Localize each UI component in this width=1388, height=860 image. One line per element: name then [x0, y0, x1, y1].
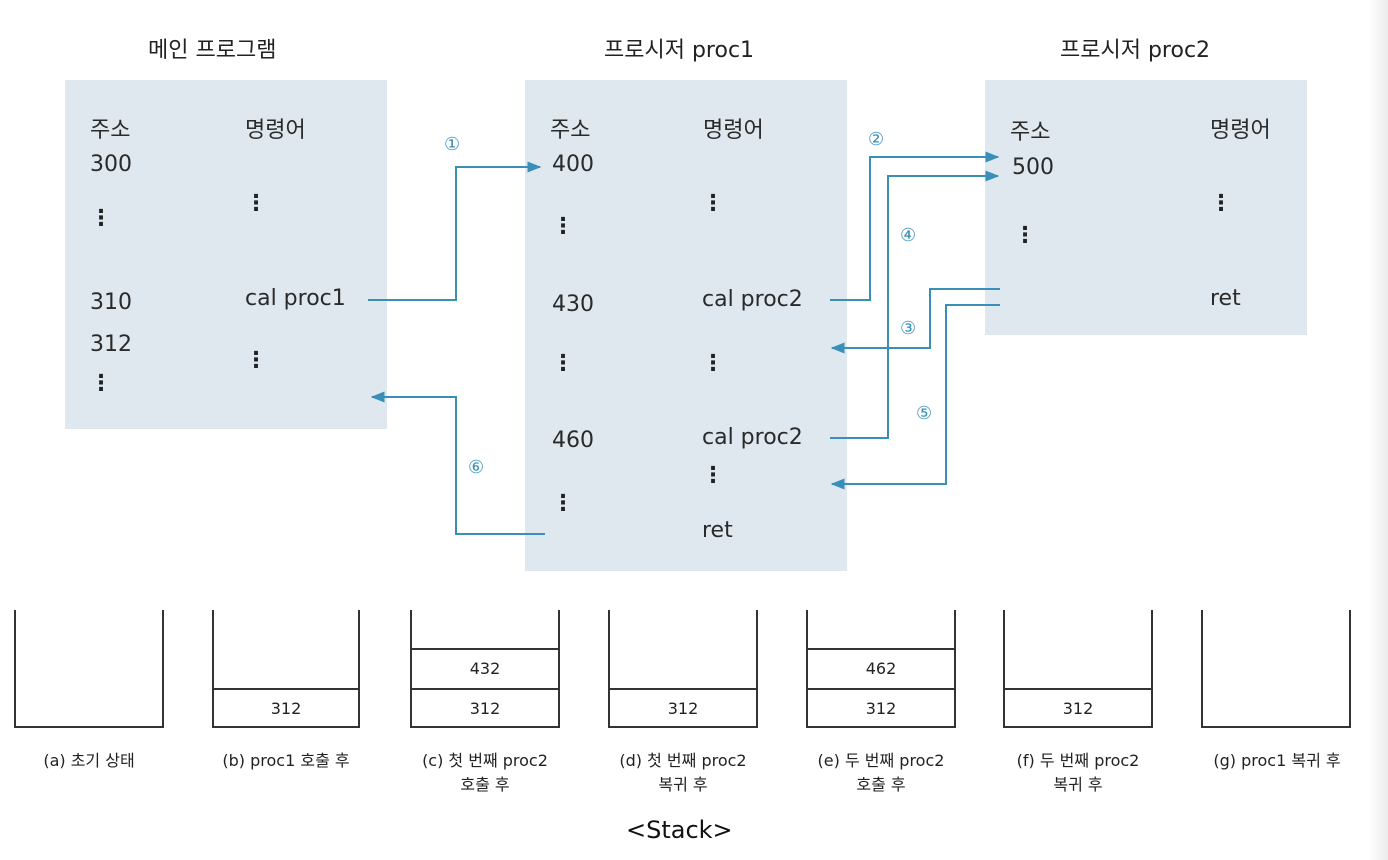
- proc1-addr-430: 430: [552, 292, 594, 317]
- figure-caption: <Stack>: [626, 816, 733, 844]
- arrow-4-call-proc2-second: [830, 170, 1000, 439]
- stack-b-slot-1: 312: [214, 688, 358, 726]
- proc2-addr-500: 500: [1012, 155, 1054, 180]
- step-3-label: ③: [900, 318, 917, 339]
- stack-b-label: (b) proc1 호출 후: [222, 751, 350, 770]
- stack-d-slot-1: 312: [610, 688, 756, 726]
- proc2-instr-ret: ret: [1210, 286, 1241, 311]
- step-2-label: ②: [868, 129, 885, 150]
- proc1-instr-call-proc2-a: cal proc2: [702, 287, 803, 312]
- proc1-instr-ret: ret: [702, 518, 733, 543]
- main-addr-header: 주소: [90, 118, 131, 143]
- stack-e-slot-2: 462: [808, 648, 954, 686]
- proc1-addr-400: 400: [552, 152, 594, 177]
- main-program-title: 메인 프로그램: [148, 38, 277, 63]
- proc2-addr-header: 주소: [1010, 120, 1051, 145]
- stack-a-label: (a) 초기 상태: [43, 751, 135, 770]
- stack-e-slot-1: 312: [808, 688, 954, 726]
- stack-g-label: (g) proc1 복귀 후: [1213, 751, 1341, 770]
- main-addr-312: 312: [90, 332, 132, 357]
- arrow-1-call-proc1: [368, 161, 542, 301]
- step-4-label: ④: [900, 225, 917, 246]
- proc2-title: 프로시저 proc2: [1060, 38, 1211, 63]
- stack-c-slot-2: 432: [412, 648, 558, 686]
- proc1-addr-460: 460: [552, 428, 594, 453]
- proc1-instr-call-proc2-b: cal proc2: [702, 425, 803, 450]
- page-edge-shadow: [1368, 0, 1388, 860]
- stack-e: 462 312: [806, 610, 956, 728]
- stack-c-slot-1: 312: [412, 688, 558, 726]
- stack-g: [1201, 610, 1351, 728]
- proc2-panel: [985, 80, 1307, 335]
- step-6-label: ⑥: [468, 457, 485, 478]
- main-addr-300: 300: [90, 152, 132, 177]
- stack-c: 432 312: [410, 610, 560, 728]
- main-instr-call-proc1: cal proc1: [245, 286, 346, 311]
- arrow-2-call-proc2-first: [830, 151, 1000, 301]
- proc1-panel: [525, 80, 847, 571]
- step-1-label: ①: [444, 134, 461, 155]
- proc1-instr-header: 명령어: [703, 118, 764, 143]
- main-instr-header: 명령어: [245, 118, 306, 143]
- arrow-6-return-main: [370, 391, 545, 535]
- stack-a: [14, 610, 164, 728]
- proc2-instr-header: 명령어: [1210, 118, 1271, 143]
- stack-d: 312: [608, 610, 758, 728]
- arrow-5-return-second: [830, 304, 1000, 490]
- proc1-addr-header: 주소: [550, 118, 591, 143]
- main-addr-310: 310: [90, 290, 132, 315]
- proc1-title: 프로시저 proc1: [604, 38, 755, 63]
- step-5-label: ⑤: [916, 403, 933, 424]
- arrow-3-return-first: [830, 288, 1000, 354]
- call-return-arrows: [368, 151, 1000, 535]
- stack-f-slot-1: 312: [1005, 688, 1151, 726]
- stack-b: 312: [212, 610, 360, 728]
- main-program-panel: [65, 80, 387, 429]
- stack-f: 312: [1003, 610, 1153, 728]
